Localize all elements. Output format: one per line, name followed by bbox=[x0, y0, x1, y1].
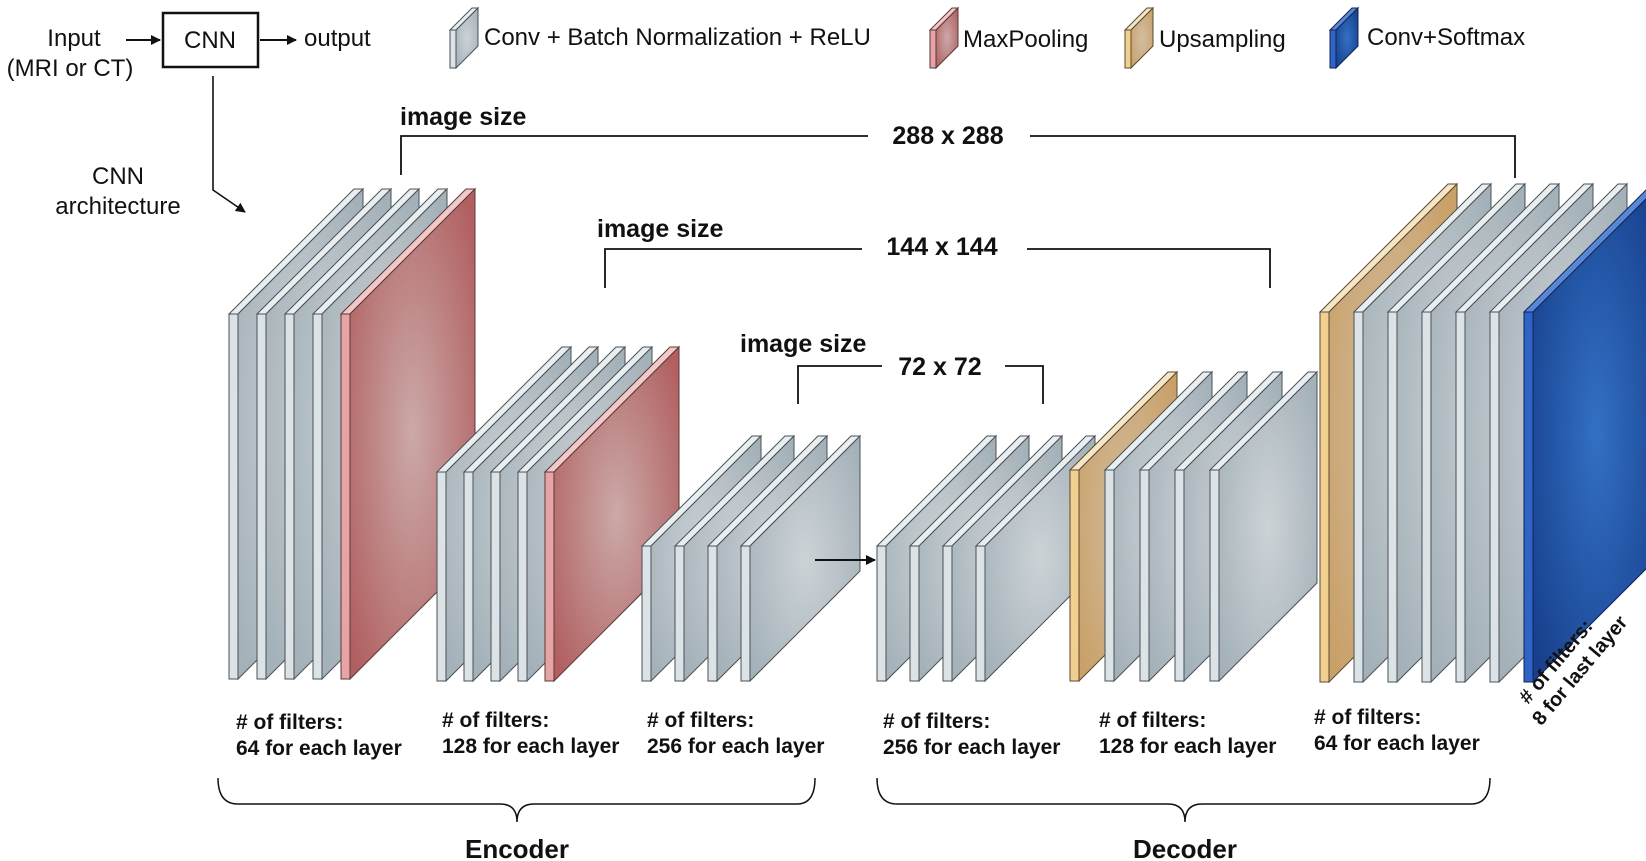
size-bracket-72-right bbox=[1005, 365, 1044, 404]
filters-label-enc2-line2: 128 for each layer bbox=[442, 735, 619, 758]
legend-swatch-conv bbox=[448, 6, 480, 70]
legend-softmax-label: Conv+Softmax bbox=[1367, 24, 1525, 51]
cnn-box bbox=[161, 11, 260, 69]
size-bracket-144-right bbox=[1027, 248, 1271, 288]
size-caption-144: image size bbox=[597, 215, 724, 243]
legend-maxpool-label: MaxPooling bbox=[963, 26, 1088, 53]
architecture-label-line1: CNN bbox=[92, 163, 144, 190]
decoder-brace bbox=[876, 777, 1491, 823]
size-value-288: 288 x 288 bbox=[892, 122, 1003, 150]
size-caption-288: image size bbox=[400, 103, 527, 131]
dec2-layer-5 bbox=[1208, 370, 1319, 683]
legend bbox=[448, 6, 1360, 70]
filters-label-dec1-line2: 256 for each layer bbox=[883, 736, 1060, 759]
size-caption-72: image size bbox=[740, 330, 867, 358]
filters-label-enc3-line2: 256 for each layer bbox=[647, 735, 824, 758]
filters-label-enc3-line1: # of filters: bbox=[647, 709, 754, 732]
filters-label-dec1-line1: # of filters: bbox=[883, 710, 990, 733]
filters-label-enc2-line1: # of filters: bbox=[442, 709, 549, 732]
output-label: output bbox=[304, 25, 371, 52]
architecture-arrow bbox=[212, 76, 246, 213]
size-bracket-288-right bbox=[1030, 135, 1516, 178]
filters-label-dec3-line2: 64 for each layer bbox=[1314, 732, 1480, 755]
input-sublabel: (MRI or CT) bbox=[7, 55, 134, 82]
filters-label-dec2-line1: # of filters: bbox=[1099, 709, 1206, 732]
filters-label-enc1-line1: # of filters: bbox=[236, 711, 343, 734]
encoder-brace bbox=[217, 777, 816, 823]
legend-conv-label: Conv + Batch Normalization + ReLU bbox=[484, 24, 871, 51]
architecture-label-line2: architecture bbox=[55, 193, 180, 220]
enc3-layer-4 bbox=[739, 434, 862, 683]
legend-swatch-up bbox=[1123, 6, 1155, 70]
size-value-72: 72 x 72 bbox=[898, 353, 981, 381]
size-bracket-288-left bbox=[400, 135, 868, 175]
legend-swatch-pool bbox=[928, 6, 960, 70]
cnn-box-label: CNN bbox=[184, 27, 236, 54]
encoder-label: Encoder bbox=[465, 834, 569, 861]
layer-stack bbox=[227, 182, 1646, 684]
filters-label-enc1-line2: 64 for each layer bbox=[236, 737, 402, 760]
size-bracket-72-left bbox=[797, 365, 882, 404]
legend-swatch-softmax bbox=[1328, 6, 1360, 70]
dec1-layer-4 bbox=[974, 434, 1097, 683]
size-bracket-144-left bbox=[604, 248, 862, 288]
filters-label-dec3-line1: # of filters: bbox=[1314, 706, 1421, 729]
enc2-layer-5 bbox=[543, 345, 681, 683]
dec3-layer-7 bbox=[1522, 189, 1646, 684]
input-label: Input bbox=[47, 25, 101, 52]
size-value-144: 144 x 144 bbox=[886, 233, 997, 261]
filters-label-dec2-line2: 128 for each layer bbox=[1099, 735, 1276, 758]
legend-upsampling-label: Upsampling bbox=[1159, 26, 1286, 53]
decoder-label: Decoder bbox=[1133, 834, 1237, 861]
